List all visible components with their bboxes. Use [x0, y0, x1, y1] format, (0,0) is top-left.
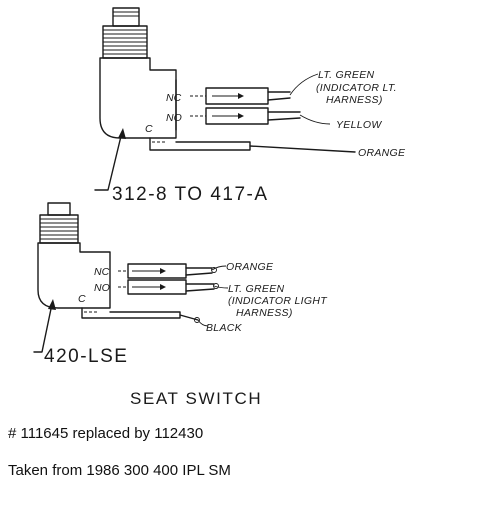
lower-wire-black: BLACK	[206, 322, 243, 334]
lower-wire-lt-green-note-1: (INDICATOR LIGHT	[228, 295, 328, 307]
lower-plunger	[39, 202, 79, 244]
lower-c-connector	[81, 307, 199, 321]
lower-model-arrow	[33, 299, 56, 353]
upper-model-label: 312-8 TO 417-A	[112, 184, 269, 205]
lower-nc-connector	[118, 263, 213, 279]
upper-switch-body	[99, 57, 177, 139]
upper-plunger	[102, 7, 148, 59]
lower-no-connector	[118, 279, 215, 295]
upper-switch: NC NO C LT. GREEN	[94, 7, 406, 205]
upper-no-connector	[190, 107, 301, 125]
upper-wire-yellow: YELLOW	[336, 119, 382, 131]
upper-wire-lt-green-note-2: HARNESS)	[326, 94, 383, 106]
lower-terminal-no: NO	[94, 282, 110, 294]
lower-switch: NC NO C ORANGE L	[33, 202, 328, 367]
upper-c-connector	[149, 137, 356, 153]
lower-model-label: 420-LSE	[44, 346, 128, 367]
upper-terminal-c: C	[145, 123, 153, 135]
lower-wire-lt-green: LT. GREEN	[228, 283, 285, 295]
upper-wire-orange: ORANGE	[358, 147, 406, 159]
lower-wire-orange: ORANGE	[226, 261, 274, 273]
diagram-title: SEAT SWITCH	[130, 389, 262, 408]
upper-wire-lt-green: LT. GREEN	[318, 69, 375, 81]
lower-wire-lt-green-note-2: HARNESS)	[236, 307, 293, 319]
upper-nc-connector	[190, 87, 291, 105]
part-replacement-caption: # 111645 replaced by 112430	[8, 425, 204, 442]
upper-model-arrow	[94, 128, 126, 191]
upper-wire-lt-green-note-1: (INDICATOR LT.	[316, 82, 397, 94]
source-caption: Taken from 1986 300 400 IPL SM	[8, 462, 231, 479]
upper-terminal-no: NO	[166, 112, 182, 124]
lower-terminal-c: C	[78, 293, 86, 305]
lower-terminal-nc: NC	[94, 266, 110, 278]
upper-terminal-nc: NC	[166, 92, 182, 104]
